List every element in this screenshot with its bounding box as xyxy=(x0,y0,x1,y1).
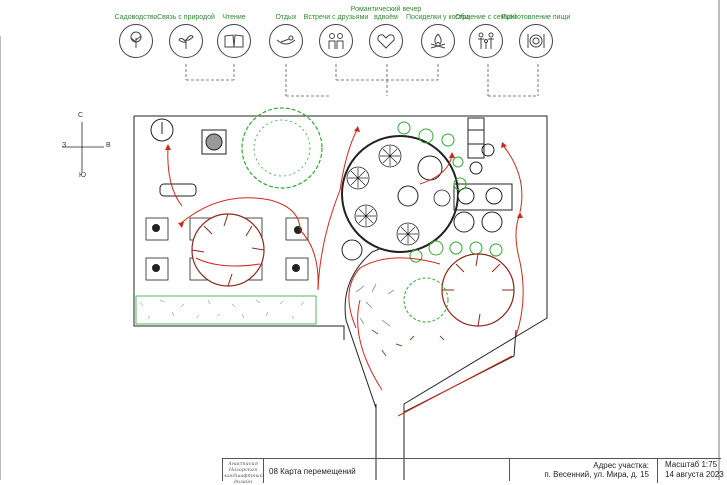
grill xyxy=(205,133,223,151)
activity-label: Общение с семьёй xyxy=(455,14,517,21)
activity-campfire: Посиделки у костра xyxy=(402,4,474,58)
gray-trees xyxy=(355,283,395,327)
activity-rest: Отдых xyxy=(250,4,322,58)
movement-routes xyxy=(167,127,524,417)
address-label: Адрес участка: xyxy=(593,461,649,470)
gardening-icon xyxy=(119,24,153,58)
designer-logo: Анастасия Назарская ландшафтный дизайн xyxy=(223,459,264,485)
firepit xyxy=(397,185,419,207)
friends-icon xyxy=(319,24,353,58)
activity-label: Романтический вечер вдвоём xyxy=(350,6,422,21)
title-block: Анастасия Назарская ландшафтный дизайн 0… xyxy=(222,458,724,485)
activity-legend: Садоводство Связь с природой Чтение Отды… xyxy=(0,0,720,70)
activity-label: Приготовление пищи xyxy=(501,14,571,21)
dining-table xyxy=(453,183,513,211)
compass: С Ю З В xyxy=(60,112,112,182)
sheet-title: 08 Карта перемещений xyxy=(263,459,510,481)
activity-label: Чтение xyxy=(222,14,246,21)
compass-rose xyxy=(62,122,104,172)
sprout-icon xyxy=(169,24,203,58)
grill-box xyxy=(201,129,227,155)
book-icon xyxy=(217,24,251,58)
logo-line: Анастасия xyxy=(228,461,258,467)
activity-reading: Чтение xyxy=(198,4,270,58)
activity-nature: Связь с природой xyxy=(150,4,222,58)
large-tree xyxy=(241,107,323,189)
compass-west: З xyxy=(62,142,67,149)
activity-label: Садоводство xyxy=(114,14,158,21)
icon-connectors xyxy=(185,64,539,97)
date: 14 августа 2023 xyxy=(665,470,724,479)
brown-shrubs xyxy=(371,329,445,357)
activity-label: Посиделки у костра xyxy=(405,14,471,21)
lawn-texture xyxy=(139,299,305,320)
campfire-icon xyxy=(421,24,455,58)
address-value: п. Весенний, ул. Мира, д. 15 xyxy=(544,470,649,479)
logo-line: Назарская xyxy=(228,467,258,473)
sundial xyxy=(150,118,174,142)
activity-label: Встречи с друзьями xyxy=(303,14,369,21)
address: Адрес участка: п. Весенний, ул. Мира, д.… xyxy=(509,459,658,483)
shrubs xyxy=(397,121,503,263)
compass-north: С xyxy=(78,112,84,119)
activity-gardening: Садоводство xyxy=(100,4,172,58)
logo-line: ландшафтный дизайн xyxy=(223,473,263,485)
hammock-icon xyxy=(269,24,303,58)
kitchen-counter xyxy=(467,117,485,159)
cooking-icon xyxy=(519,24,553,58)
activity-label: Связь с природой xyxy=(157,14,215,21)
firepit-area xyxy=(341,135,459,253)
seating-circle-left xyxy=(191,213,265,287)
lawn-strip xyxy=(135,295,317,325)
activity-romantic: Романтический вечер вдвоём xyxy=(350,4,422,58)
bench xyxy=(159,183,197,197)
activity-family: Общение с семьёй xyxy=(450,4,522,58)
scale-date: Масштаб 1:75 14 августа 2023 xyxy=(659,459,727,482)
compass-south: Ю xyxy=(79,172,87,179)
scale: Масштаб 1:75 xyxy=(665,460,718,469)
heart-icon xyxy=(369,24,403,58)
seats xyxy=(346,144,451,246)
activity-friends: Встречи с друзьями xyxy=(300,4,372,58)
activity-label: Отдых xyxy=(275,14,297,21)
activity-cooking: Приготовление пищи xyxy=(500,4,572,58)
compass-east: В xyxy=(106,142,111,149)
tree-lower xyxy=(403,277,449,323)
family-icon xyxy=(469,24,503,58)
